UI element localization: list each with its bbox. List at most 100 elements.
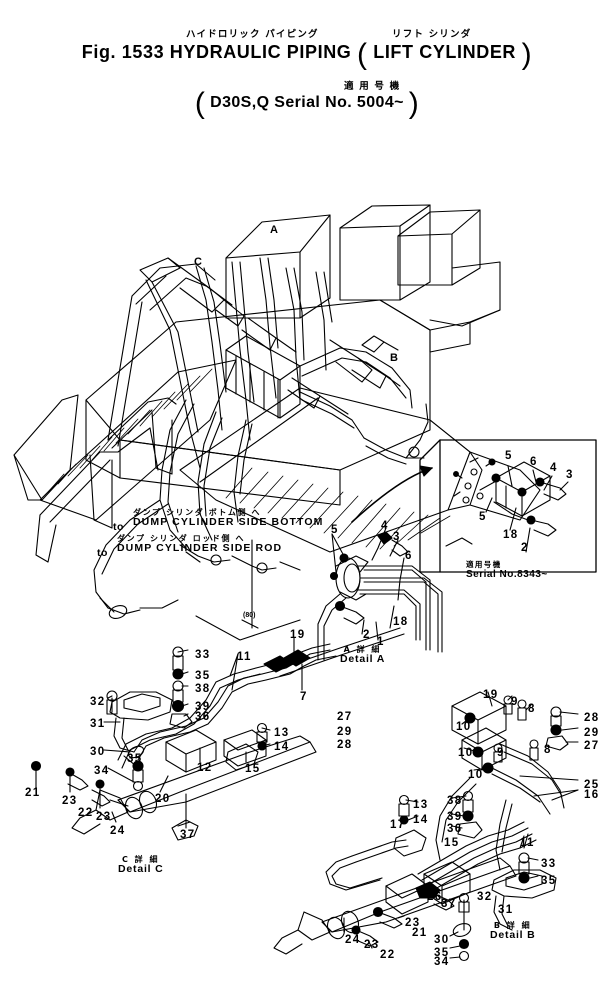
part-callout-9: 9 [497,747,505,759]
part-callout-23: 23 [62,795,78,807]
title-kana-serial: 適 用 号 機 [344,81,401,92]
part-callout-33: 33 [541,858,557,870]
detail-a-jp: A 詳 細 [343,645,382,654]
detail-label-a: A 詳 細 Detail A [340,645,385,665]
inset-callout: 5 [505,450,513,462]
detail-label-b: B 詳 細 Detail B [490,921,536,941]
part-callout-37: 37 [441,898,457,910]
part-callout-35: 35 [541,875,557,887]
detail-label-c: C 詳 細 Detail C [118,855,164,875]
part-callout-34: 34 [94,765,110,777]
annotation-rod-jp: ダンプ シリンダ ロッド側 へ [117,534,246,543]
figure-title-block: ハイドロリック パイピング リフト シリンダ Fig. 1533 HYDRAUL… [0,30,614,119]
zone-letter-a-text: A [270,224,278,236]
part-callout-3: 3 [393,531,401,543]
part-callout-25: 25 [584,779,600,791]
part-callout-32: 32 [90,696,106,708]
inset-callout: 6 [530,456,538,468]
part-callout-22: 22 [78,807,94,819]
part-callout-27: 27 [584,740,600,752]
part-callout-15: 15 [245,763,261,775]
zone-letter-c: C [194,256,202,268]
title-close-paren: ) [521,38,533,71]
part-callout-24: 24 [110,825,126,837]
part-callout-35: 35 [127,753,143,765]
serial-close-paren: ) [408,87,420,120]
title-open-paren: ( [357,38,368,71]
part-callout-19: 19 [290,629,306,641]
serial-open-paren: ( [194,87,206,120]
part-callout-28: 28 [337,739,353,751]
zone-letter-b-text: B [390,352,398,364]
part-callout-30: 30 [90,746,106,758]
tiny-note: (80) [243,612,256,619]
part-callout-35: 35 [434,947,450,959]
part-callout-26: 26 [427,891,443,903]
part-callout-29: 29 [584,727,600,739]
inset-caption-jp: 適用号機 [466,560,502,569]
part-callout-23: 23 [405,917,421,929]
machine-body [13,204,541,619]
part-callout-14: 14 [274,741,290,753]
part-callout-14: 14 [413,814,429,826]
part-callout-9: 9 [511,696,519,708]
part-callout-36: 36 [447,823,463,835]
annotation-dump-cylinder-bottom: ダンプ シリンダ ボトム側 へ DUMP CYLINDER SIDE BOTTO… [133,508,323,528]
zone-letter-b: B [390,352,398,364]
detail-c-en: Detail C [118,863,164,875]
part-callout-31: 31 [498,904,514,916]
part-callout-38: 38 [195,683,211,695]
part-callout-36: 36 [195,711,211,723]
part-callout-32: 32 [477,891,493,903]
part-callout-21: 21 [412,927,428,939]
part-callout-19: 19 [483,689,499,701]
part-callout-15: 15 [444,837,460,849]
to-prefix-rod: to [97,547,108,559]
part-callout-6: 6 [405,550,413,562]
inset-callout: 5 [479,511,487,523]
zone-letter-c-text: C [194,256,202,268]
part-callout-29: 29 [337,726,353,738]
serial-text: D30S,Q Serial No. 5004~ [210,94,404,111]
part-callout-10: 10 [468,769,484,781]
part-callout-11: 11 [237,651,252,663]
page-title: Fig. 1533 HYDRAULIC PIPING ( LIFT CYLIND… [0,40,614,70]
title-serial-line: ( D30S,Q Serial No. 5004~ ) [0,89,614,119]
part-callout-13: 13 [274,727,290,739]
part-callout-38: 38 [447,795,463,807]
section-leaders [195,539,301,641]
annotation-dump-cylinder-rod: ダンプ シリンダ ロッド側 へ DUMP CYLINDER SIDE ROD [117,534,282,554]
part-callout-34: 34 [434,956,450,968]
inset-callout: 4 [550,462,558,474]
detail-c-jp: C 詳 細 [122,855,160,864]
inset-callout: 2 [521,542,529,554]
part-callout-21: 21 [25,787,41,799]
to-prefix-bottom: to [113,521,124,533]
part-callout-39: 39 [447,811,463,823]
part-callout-37: 37 [180,829,196,841]
inset-box [351,439,597,573]
part-callout-31: 31 [90,718,106,730]
part-callout-20: 20 [155,793,171,805]
annotation-rod-en: DUMP CYLINDER SIDE ROD [117,542,283,554]
part-callout-1: 1 [377,636,385,648]
part-callout-12: 12 [197,762,213,774]
part-callout-4: 4 [381,520,389,532]
part-callout-23: 23 [96,811,112,823]
part-callout-8: 8 [544,744,552,756]
part-callout-7: 7 [300,691,308,703]
part-callout-13: 13 [413,799,429,811]
part-callout-28: 28 [584,712,600,724]
part-callout-23: 23 [364,939,380,951]
inset-callout: 18 [503,529,519,541]
part-callout-39: 39 [195,701,211,713]
zone-letter-a: A [270,224,278,236]
part-callout-16: 16 [584,789,600,801]
inset-callout: 3 [566,469,574,481]
part-callout-30: 30 [434,934,450,946]
annotation-bottom-en: DUMP CYLINDER SIDE BOTTOM [133,516,324,528]
detail-b-jp: B 詳 細 [493,921,532,930]
part-callout-35: 35 [195,670,211,682]
title-main-paren-text: LIFT CYLINDER [373,42,517,62]
